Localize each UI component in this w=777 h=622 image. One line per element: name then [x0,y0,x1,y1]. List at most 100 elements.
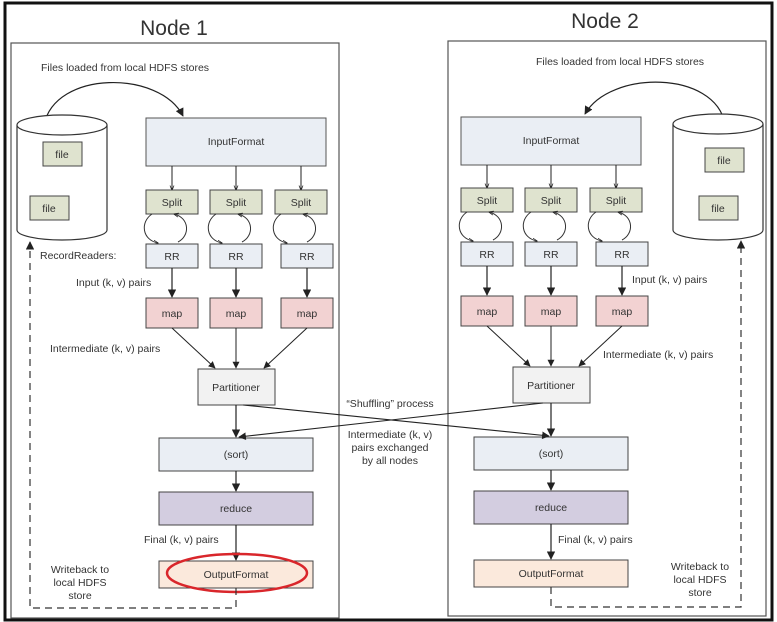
shuffle-line-2-to-1 [238,402,544,441]
svg-text:OutputFormat: OutputFormat [204,569,269,581]
file-box: file [29,195,70,221]
svg-text:file: file [711,203,725,215]
hdfs-storage-cylinder [672,113,764,241]
svg-text:map: map [297,308,318,320]
node-container [10,42,340,619]
svg-text:RR: RR [543,249,559,261]
svg-text:file: file [717,155,731,167]
rr-box: RR [460,241,514,267]
output-format-box: OutputFormat [158,560,314,589]
input-format-box: InputFormat [145,117,327,167]
rr-box: RR [280,243,334,269]
svg-text:Split: Split [291,197,312,209]
outer-frame [3,1,774,622]
svg-text:store: store [688,587,712,599]
highlight-circle [165,552,309,594]
file-box: file [42,141,83,167]
reduce-box: reduce [158,491,314,526]
split-box: Split [209,189,263,215]
svg-text:RR: RR [228,251,244,263]
svg-text:map: map [226,308,247,320]
node-2: Node 2 Files loaded from local HDFS stor… [447,10,767,617]
input-pairs-label: Input (k, v) pairs [76,277,151,289]
sort-box: (sort) [473,436,629,471]
split-rr-loop [143,214,316,243]
input-format-box: InputFormat [460,116,642,166]
writeback-arrow [25,241,237,609]
svg-text:Split: Split [606,195,627,207]
shuffling-process-label: “Shuffling” process [346,398,433,410]
svg-text:file: file [55,149,69,161]
svg-text:RR: RR [479,249,495,261]
sort-box: (sort) [158,437,314,472]
intermediate-pairs-label: Intermediate (k, v) pairs [50,343,160,355]
file-box: file [698,195,739,221]
node-title: Node 2 [571,10,639,33]
map-box: map [460,295,514,327]
svg-text:RR: RR [299,251,315,263]
svg-text:InputFormat: InputFormat [523,135,580,147]
file-box: file [704,147,745,173]
writeback-arrow [550,240,746,608]
map-box: map [524,295,578,327]
node-container [447,40,767,617]
svg-text:map: map [477,306,498,318]
svg-text:store: store [68,590,92,602]
shuffle-desc-line: pairs exchanged [351,442,428,454]
svg-text:Partitioner: Partitioner [212,382,260,394]
intermediate-pairs-label: Intermediate (k, v) pairs [603,349,713,361]
map-box: map [280,297,334,329]
svg-text:OutputFormat: OutputFormat [519,568,584,580]
load-arrow [584,81,726,125]
node-title: Node 1 [140,17,208,40]
split-box: Split [460,187,514,213]
svg-text:map: map [612,306,633,318]
map-box: map [145,297,199,329]
svg-text:Partitioner: Partitioner [527,380,575,392]
svg-text:RR: RR [164,251,180,263]
svg-text:map: map [541,306,562,318]
shuffle-desc-line: Intermediate (k, v) [348,429,433,441]
split-box: Split [145,189,199,215]
map-box: map [209,297,263,329]
rr-box: RR [595,241,649,267]
svg-text:RR: RR [614,249,630,261]
rr-box: RR [524,241,578,267]
writeback-label: Writeback to local HDFS store [51,564,109,602]
files-loaded-label: Files loaded from local HDFS stores [41,62,209,74]
map-box: map [595,295,649,327]
svg-text:InputFormat: InputFormat [208,136,265,148]
input-pairs-label: Input (k, v) pairs [632,274,707,286]
svg-text:local HDFS: local HDFS [53,577,106,589]
node-1: Node 1 Files loaded from local HDFS stor… [10,17,340,619]
partitioner-box: Partitioner [197,368,276,406]
output-format-box: OutputFormat [473,559,629,588]
hdfs-storage-cylinder [16,114,108,241]
split-box: Split [524,187,578,213]
svg-text:(sort): (sort) [539,448,564,460]
svg-text:reduce: reduce [220,503,252,515]
rr-box: RR [209,243,263,269]
shuffle-desc-line: by all nodes [362,455,418,467]
rr-box: RR [145,243,199,269]
svg-text:Split: Split [477,195,498,207]
writeback-label: Writeback to local HDFS store [671,561,729,599]
svg-text:reduce: reduce [535,502,567,514]
shuffle-exchange: “Shuffling” process Intermediate (k, v) … [238,398,550,467]
record-readers-label: RecordReaders: [40,250,116,262]
svg-text:Split: Split [226,197,247,209]
svg-text:(sort): (sort) [224,449,249,461]
files-loaded-label: Files loaded from local HDFS stores [536,56,704,68]
shuffle-line-1-to-2 [242,404,550,440]
final-pairs-label: Final (k, v) pairs [144,534,219,546]
final-pairs-label: Final (k, v) pairs [558,534,633,546]
split-rr-loop [458,212,631,241]
svg-text:Writeback to: Writeback to [51,564,109,576]
svg-text:Split: Split [162,197,183,209]
svg-text:map: map [162,308,183,320]
split-box: Split [589,187,643,213]
svg-text:local HDFS: local HDFS [673,574,726,586]
reduce-box: reduce [473,490,629,525]
